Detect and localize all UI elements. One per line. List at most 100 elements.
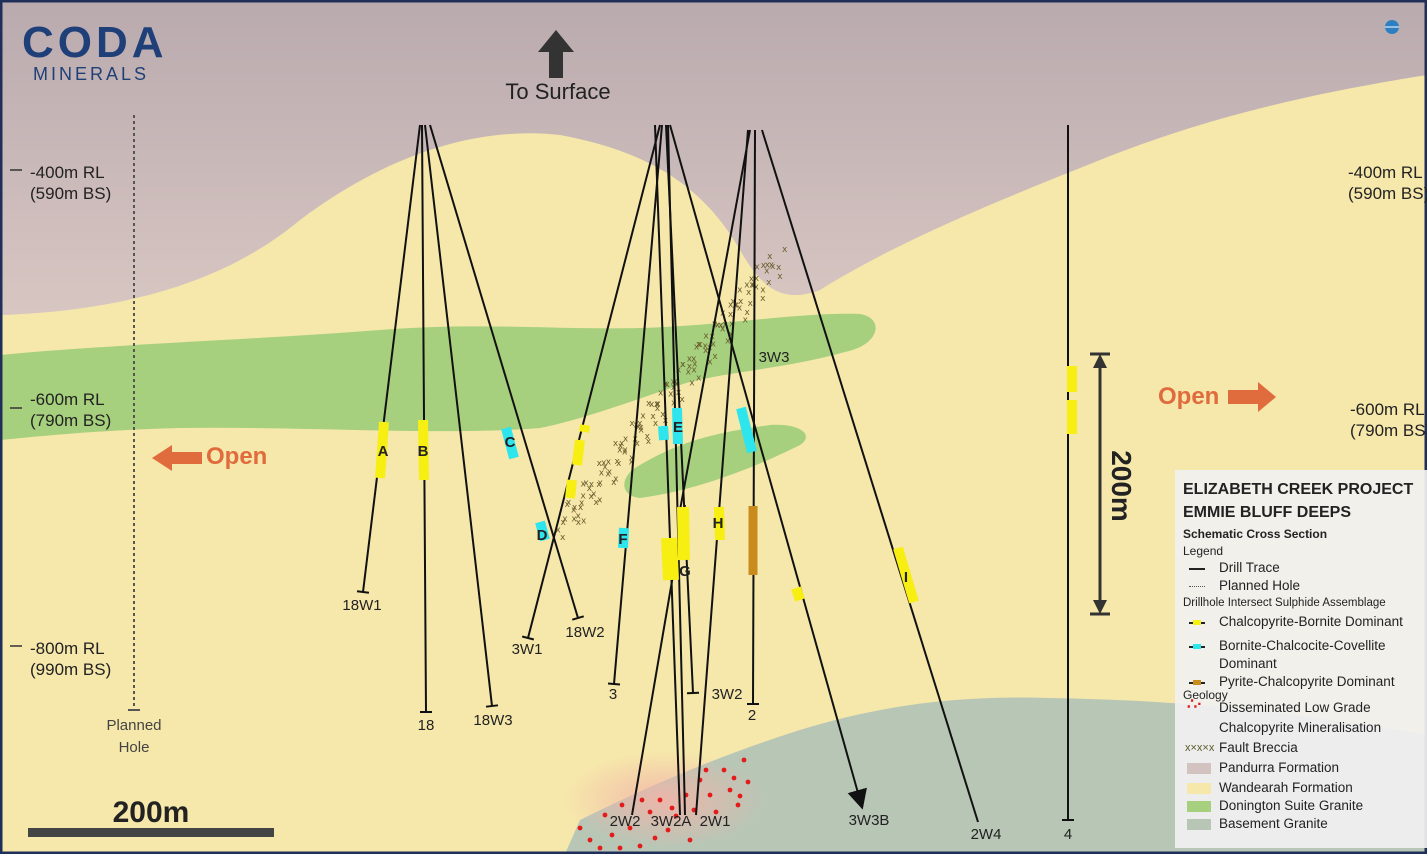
drill-trace-2W4 [761, 129, 979, 823]
intercept-segment [658, 425, 669, 441]
legend-row-chalcopyrite-bornite: Chalcopyrite-Bornite Dominant [1183, 613, 1427, 631]
red-dot [741, 757, 747, 763]
breccia-x-mark: x [734, 301, 740, 311]
legend-row-fault-breccia: x×x×x Fault Breccia [1183, 739, 1427, 757]
intercept-label-D: D [537, 527, 548, 544]
drill-trace-3W3 [669, 124, 867, 810]
breccia-x-mark: x [729, 319, 735, 329]
legend-panel: ELIZABETH CREEK PROJECT EMMIE BLUFF DEEP… [1175, 470, 1427, 848]
breccia-x-mark: x [613, 439, 619, 449]
breccia-x-mark: x [629, 453, 635, 463]
fault-breccia-icon: x×x×x [1185, 742, 1215, 754]
intercept-segment [418, 419, 429, 481]
breccia-x-mark: x [728, 300, 734, 310]
intercept-label-E: E [673, 419, 683, 436]
breccia-x-mark: x [760, 285, 766, 295]
red-dot [731, 775, 737, 781]
breccia-x-mark: x [665, 380, 671, 390]
red-dot [602, 812, 608, 818]
breccia-x-mark: x [637, 419, 643, 429]
breccia-x-mark: x [629, 419, 635, 429]
breccia-x-mark: x [618, 442, 624, 452]
legend-basement: Basement Granite [1219, 816, 1328, 831]
depth-label-bs-right: (790m BS) [1350, 421, 1427, 440]
open-left-label: Open [206, 443, 267, 470]
breccia-x-mark: x [761, 261, 767, 271]
intercept-segment [572, 439, 585, 466]
breccia-x-mark: x [696, 374, 702, 384]
breccia-x-mark: x [653, 419, 659, 429]
breccia-x-mark: x [639, 426, 645, 436]
breccia-x-mark: x [606, 457, 612, 467]
mineralisation-halo [565, 752, 765, 848]
drill-trace-18 [421, 124, 427, 713]
intercepts [375, 366, 1077, 604]
breccia-x-mark: x [560, 533, 566, 543]
chalcopyrite-bornite-icon [1183, 613, 1219, 631]
breccia-x-mark: x [576, 518, 582, 528]
breccia-x-mark: x [746, 288, 752, 298]
open-right-arrow-icon [1228, 382, 1276, 412]
intercept-label-I: I [904, 569, 908, 586]
legend-spacer [1183, 655, 1219, 673]
breccia-x-mark: x [572, 503, 578, 513]
breccia-x-mark: x [601, 459, 607, 469]
depth-label-bs: (590m BS) [30, 184, 111, 203]
breccia-x-mark: x [703, 346, 709, 356]
breccia-x-mark: x [581, 480, 587, 490]
drill-trace-end-cap [356, 590, 370, 594]
legend-title-1: ELIZABETH CREEK PROJECT [1183, 481, 1414, 498]
hole-label-2W4: 2W4 [971, 826, 1002, 843]
drill-trace-3W1 [527, 124, 661, 639]
breccia-x-mark: x [658, 388, 664, 398]
intercept-label-C: C [505, 434, 516, 451]
breccia-x-mark: x [769, 260, 775, 270]
open-right-label: Open [1158, 383, 1219, 410]
legend-row-donington: Donington Suite Granite [1183, 797, 1427, 815]
legend-donington: Donington Suite Granite [1219, 798, 1364, 813]
breccia-x-mark: x [687, 354, 693, 364]
legend-row-basement: Basement Granite [1183, 815, 1427, 833]
breccia-x-mark: x [571, 505, 577, 515]
depth-label-bs: (990m BS) [30, 660, 111, 679]
breccia-x-mark: x [691, 365, 697, 375]
breccia-x-mark: x [587, 484, 593, 494]
breccia-x-mark: x [645, 432, 651, 442]
red-dot [745, 779, 751, 785]
breccia-x-mark: x [728, 310, 734, 320]
pandurra-formation [0, 0, 1427, 315]
breccia-x-mark: x [668, 390, 674, 400]
legend-chalcopyrite-bornite: Chalcopyrite-Bornite Dominant [1219, 614, 1403, 629]
breccia-x-mark: x [561, 518, 567, 528]
red-dot [639, 797, 645, 803]
legend-row-pyrite-chalcopyrite: Pyrite-Chalcopyrite Dominant [1183, 673, 1427, 691]
depth-label-rl: -600m RL [30, 390, 105, 409]
breccia-x-mark: x [619, 439, 625, 449]
to-surface-label: To Surface [505, 79, 610, 104]
intercept-segment [714, 506, 725, 541]
drill-trace-3W2A [667, 124, 686, 816]
depth-label-bs: (790m BS) [30, 411, 111, 430]
intercept-segment [501, 426, 519, 460]
breccia-x-mark: x [613, 475, 619, 485]
drill-trace-3 [613, 124, 663, 685]
drill-trace-end-cap [607, 682, 621, 686]
breccia-x-mark: x [555, 525, 561, 535]
depth-label-rl-right: -400m RL [1348, 163, 1423, 182]
hole-label-3W2: 3W2 [712, 686, 743, 703]
breccia-x-mark: x [711, 340, 717, 350]
intercept-segment [565, 479, 577, 499]
breccia-x-mark: x [578, 503, 584, 513]
donington-swatch [1183, 797, 1219, 815]
intercept-segment [535, 520, 550, 542]
breccia-x-mark: x [754, 274, 760, 284]
breccia-x-mark: x [782, 245, 788, 255]
legend-row-drill-trace: Drill Trace [1183, 559, 1427, 577]
breccia-x-mark: x [655, 399, 661, 409]
breccia-x-mark: x [576, 511, 582, 521]
logo-subtitle: MINERALS [33, 64, 149, 84]
breccia-x-mark: x [760, 294, 766, 304]
red-dot [619, 802, 625, 808]
legend-row-planned-hole: Planned Hole [1183, 577, 1427, 595]
breccia-x-mark: x [663, 379, 669, 389]
